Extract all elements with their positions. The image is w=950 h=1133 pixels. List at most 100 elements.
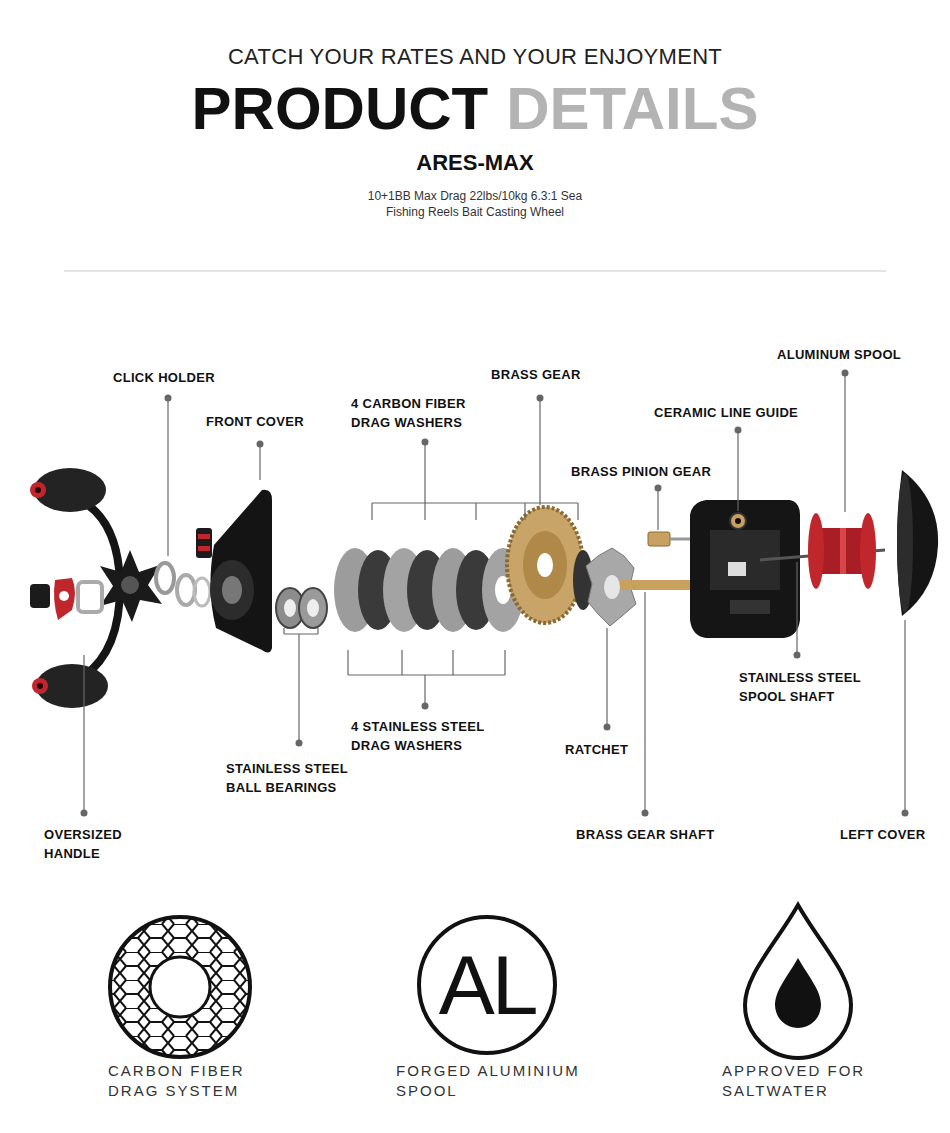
leader-line <box>657 488 658 530</box>
handle-drawing <box>32 678 48 694</box>
leader-dot <box>735 427 742 434</box>
carbon-fiber-icon <box>110 917 250 1057</box>
front-cover-drawing <box>198 534 210 539</box>
icon-circle: ALFORGED ALUMINIUM SPOOL <box>417 915 557 1055</box>
leader-line <box>524 503 525 520</box>
leader-dot <box>604 724 611 731</box>
carbon-fiber-icon <box>110 917 250 1057</box>
part-label: ALUMINUM SPOOL <box>777 345 901 364</box>
ball-bearings-drawing <box>284 599 296 617</box>
click-holder-drawing <box>177 575 195 605</box>
part-label: BRASS PINION GEAR <box>571 462 711 481</box>
frame-drawing <box>690 500 800 638</box>
tagline: CATCH YOUR RATES AND YOUR ENJOYMENT <box>228 44 722 70</box>
part-label: CERAMIC LINE GUIDE <box>654 403 798 422</box>
leader-dot <box>257 441 264 448</box>
leader-line <box>844 373 845 512</box>
leader-line <box>372 502 578 503</box>
handle-drawing <box>35 487 41 493</box>
front-cover-drawing <box>210 490 272 653</box>
part-label: OVERSIZED HANDLE <box>44 825 144 863</box>
front-cover-drawing <box>222 576 242 604</box>
gear-shaft-drawing <box>648 532 670 546</box>
spool-drawing <box>808 513 824 589</box>
leader-line <box>452 650 453 675</box>
feature-caption: APPROVED FOR SALTWATER <box>722 1061 892 1101</box>
saltwater-drop-icon <box>745 905 851 1058</box>
leader-dot <box>537 395 544 402</box>
click-holder-drawing <box>156 563 174 593</box>
leader-line <box>371 503 372 520</box>
click-holder-drawing <box>156 563 210 606</box>
leader-dot <box>81 370 909 817</box>
carbon-fiber-icon <box>110 917 250 1057</box>
leader-line <box>577 503 578 520</box>
leader-line <box>504 650 505 675</box>
leader-line <box>904 620 905 813</box>
brass-gear-drawing <box>523 531 567 599</box>
part-label: 4 CARBON FIBER DRAG WASHERS <box>351 394 496 432</box>
frame-drawing <box>728 562 746 576</box>
brass-gear-drawing <box>507 507 583 623</box>
handle-drawing <box>30 482 46 498</box>
leader-line <box>259 444 260 480</box>
saltwater-drop-icon <box>775 958 821 1028</box>
front-cover-drawing <box>210 560 254 620</box>
leader-line <box>298 634 299 743</box>
brass-gear-drawing <box>537 553 553 577</box>
leader-line <box>167 398 168 556</box>
heading-word: PRODUCT <box>192 74 489 144</box>
frame-drawing <box>730 513 746 529</box>
ball-bearings-drawing <box>276 588 327 628</box>
spool-drawing <box>860 513 876 589</box>
nut-washer-drawing <box>59 591 69 601</box>
leader-line <box>424 675 425 706</box>
part-label: 4 STAINLESS STEEL DRAG WASHERS <box>351 717 521 755</box>
leader-line <box>348 674 505 675</box>
left-cover-drawing <box>897 470 938 616</box>
frame-drawing <box>730 600 770 614</box>
leader-dot <box>81 810 88 817</box>
product-subtitle: 10+1BB Max Drag 22lbs/10kg 6.3:1 Sea Fis… <box>353 188 598 220</box>
nut-washer-drawing <box>30 584 50 608</box>
feature-caption: CARBON FIBER DRAG SYSTEM <box>108 1061 278 1101</box>
saltwater-drop-icon <box>745 905 851 1058</box>
gear-shaft-drawing <box>670 538 690 541</box>
part-label: BRASS GEAR <box>491 365 581 384</box>
handle-drawing <box>37 683 43 689</box>
leader-dot <box>642 810 649 817</box>
drag-washers-drawing <box>334 548 524 632</box>
spool-drawing <box>840 528 846 574</box>
divider-line <box>64 271 886 272</box>
leader-line <box>347 650 348 675</box>
left-cover-drawing <box>897 473 913 613</box>
heading-word: DETAILS <box>506 74 758 144</box>
leader-line <box>644 592 645 813</box>
part-label: STAINLESS STEEL BALL BEARINGS <box>226 759 376 797</box>
leader-line <box>424 503 425 520</box>
leader-line <box>83 655 84 813</box>
leader-dot <box>422 439 429 446</box>
ratchet-drawing <box>604 575 620 599</box>
leader-line <box>539 398 540 505</box>
leader-line <box>317 628 318 634</box>
front-cover-drawing <box>196 490 272 653</box>
frame-drawing <box>735 518 741 524</box>
left-cover-drawing <box>897 470 938 616</box>
leader-dot <box>842 370 849 377</box>
leader-line <box>796 562 797 655</box>
leader-dot <box>902 810 909 817</box>
part-label: STAINLESS STEEL SPOOL SHAFT <box>739 668 889 706</box>
leader-dot <box>165 395 172 402</box>
leader-line <box>401 650 402 675</box>
leader-line <box>475 503 476 520</box>
click-holder-drawing <box>194 578 210 606</box>
gear-shaft-drawing <box>620 532 695 590</box>
spool-drawing <box>808 513 876 589</box>
front-cover-drawing <box>196 528 212 558</box>
leader-dot <box>794 652 801 659</box>
leader-line <box>606 628 607 727</box>
leader-line <box>424 442 425 503</box>
leader-dot <box>296 740 303 747</box>
part-label: BRASS GEAR SHAFT <box>576 825 714 844</box>
